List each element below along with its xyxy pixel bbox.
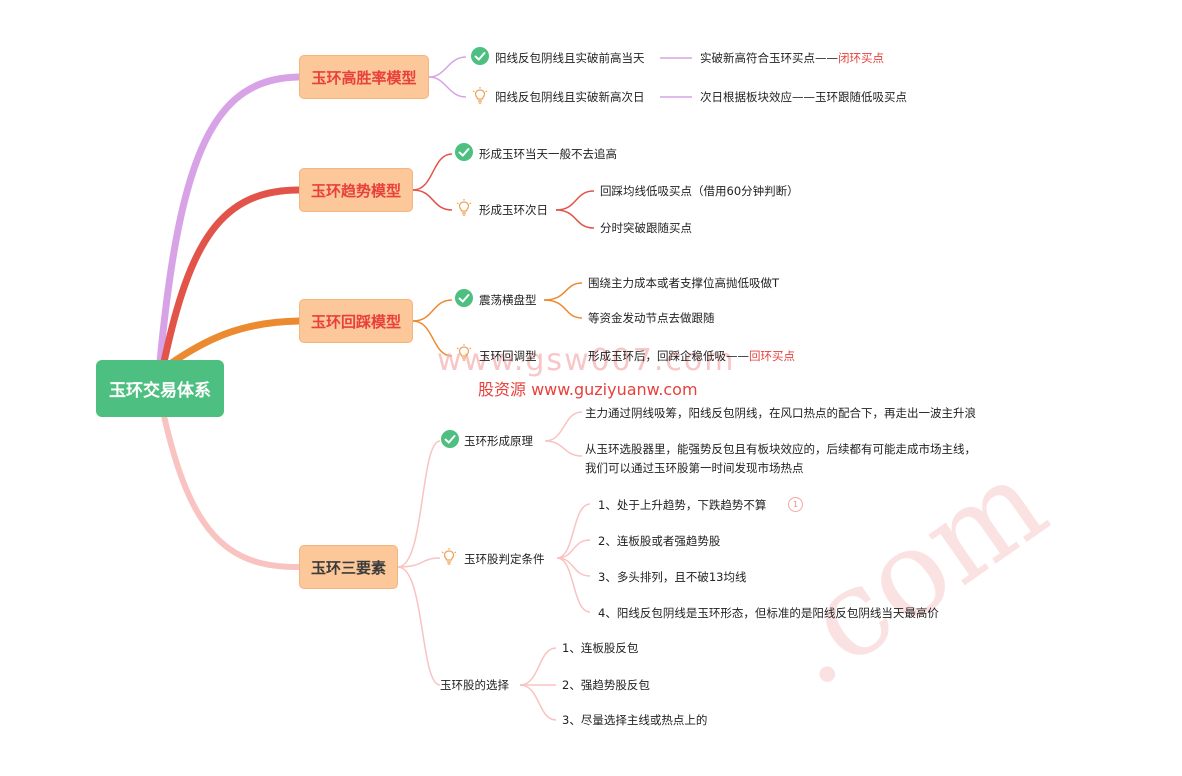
topic-trend-model[interactable]: 玉环趋势模型 — [299, 168, 413, 212]
topic-three-elements[interactable]: 玉环三要素 — [299, 545, 398, 589]
topic2-item2-child1: 回踩均线低吸买点（借用60分钟判断） — [600, 184, 799, 198]
topic4-item3-child3: 3、尽量选择主线或热点上的 — [562, 713, 708, 727]
watermark-url: www.gsw007.com — [437, 343, 736, 378]
check-circle-icon — [455, 143, 473, 165]
topic4-item2-text: 玉环股判定条件 — [464, 552, 545, 566]
topic3-item2-note: 形成玉环后，回踩企稳低吸——回环买点 — [588, 349, 795, 363]
topic4-item3-child2: 2、强趋势股反包 — [562, 678, 650, 692]
lightbulb-icon — [456, 344, 472, 366]
topic4-item2-child3: 3、多头排列，且不破13均线 — [598, 570, 747, 584]
topic3-item1-text: 震荡横盘型 — [479, 293, 537, 307]
topic2-item2-child2: 分时突破跟随买点 — [600, 221, 692, 235]
lightbulb-icon — [472, 87, 488, 109]
topic4-item1-child1: 主力通过阴线吸筹，阳线反包阴线，在风口热点的配合下，再走出一波主升浪 — [585, 406, 976, 420]
topic4-item1-child3: 我们可以通过玉环股第一时间发现市场热点 — [585, 461, 804, 475]
topic2-item2-text: 形成玉环次日 — [479, 203, 548, 217]
topic4-item2-child4: 4、阳线反包阴线是玉环形态，但标准的是阳线反包阴线当天最高价 — [598, 606, 939, 620]
topic1-item2-note: 次日根据板块效应——玉环跟随低吸买点 — [700, 90, 907, 104]
topic4-item3-text: 玉环股的选择 — [440, 678, 509, 692]
topic4-item1-text: 玉环形成原理 — [464, 434, 533, 448]
topic4-item1-child2: 从玉环选股器里，能强势反包且有板块效应的，后续都有可能走成市场主线， — [585, 442, 976, 456]
root-node[interactable]: 玉环交易体系 — [96, 360, 224, 417]
topic1-item1-text: 阳线反包阴线且实破前高当天 — [495, 51, 645, 65]
check-circle-icon — [455, 289, 473, 311]
lightbulb-icon — [456, 199, 472, 221]
topic4-item2-child1: 1、处于上升趋势，下跌趋势不算 — [598, 498, 767, 512]
topic-high-win-rate-model[interactable]: 玉环高胜率模型 — [299, 55, 429, 99]
topic3-item1-child1: 围绕主力成本或者支撑位高抛低吸做T — [588, 276, 780, 290]
topic4-item2-child2: 2、连板股或者强趋势股 — [598, 534, 721, 548]
topic4-item3-child1: 1、连板股反包 — [562, 641, 639, 655]
check-circle-icon — [471, 47, 489, 69]
lightbulb-icon — [441, 548, 457, 570]
topic2-item1-text: 形成玉环当天一般不去追高 — [479, 147, 617, 161]
topic3-item2-text: 玉环回调型 — [479, 349, 537, 363]
topic3-item1-child2: 等资金发动节点去做跟随 — [588, 311, 715, 325]
topic1-item2-text: 阳线反包阴线且实破新高次日 — [495, 90, 645, 104]
topic1-item1-note: 实破新高符合玉环买点——闭环买点 — [700, 51, 884, 65]
watermark-site: 股资源 www.guziyuanw.com — [478, 380, 698, 399]
comment-count-badge[interactable]: 1 — [788, 497, 803, 512]
check-circle-icon — [441, 430, 459, 452]
topic-pullback-model[interactable]: 玉环回踩模型 — [299, 299, 413, 343]
